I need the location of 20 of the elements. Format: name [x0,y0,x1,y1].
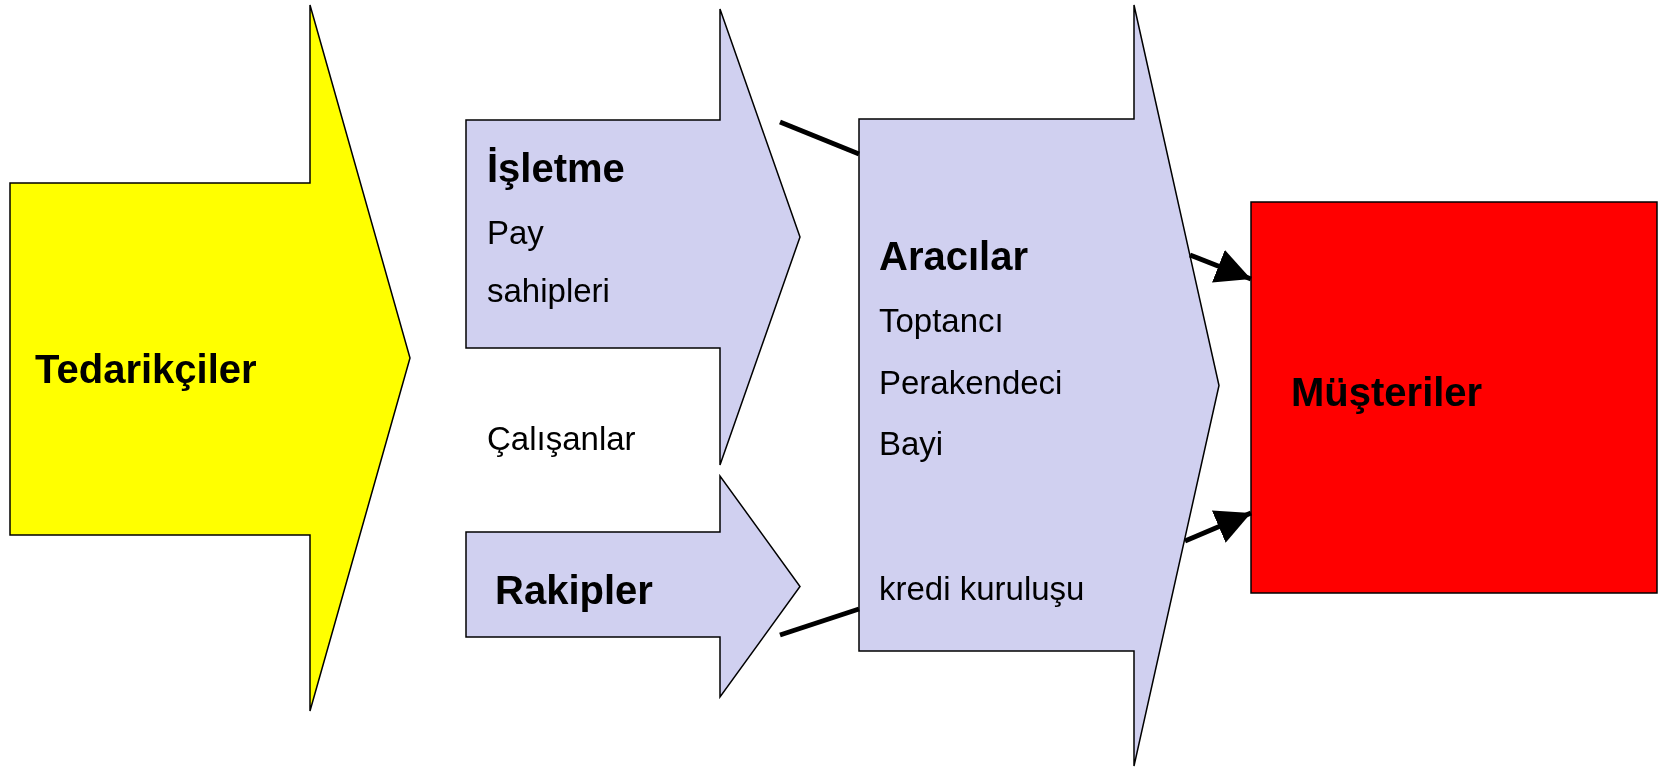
process-box [1251,202,1657,593]
connector [1184,510,1252,544]
connector [1189,249,1252,283]
heading: Müşteriler [1291,369,1483,416]
item-text: kredi kuruluşu [879,569,1085,609]
arrow-shape [466,9,800,465]
heading: Tedarikçiler [35,346,257,393]
connector [779,606,860,638]
item-text: Perakendeci [879,363,1063,403]
label: Çalışanlar [487,419,636,459]
arrow-shape [10,5,410,711]
item-text: Bayi [879,424,944,464]
arrow-shape [859,5,1219,766]
item-text: Toptancı [879,301,1004,341]
arrow-shape [466,476,800,697]
heading: İşletme [487,145,625,192]
item-text: Pay sahipleri [487,213,611,311]
connector [779,119,860,157]
heading: Rakipler [495,567,653,614]
heading: Aracılar [879,233,1028,280]
